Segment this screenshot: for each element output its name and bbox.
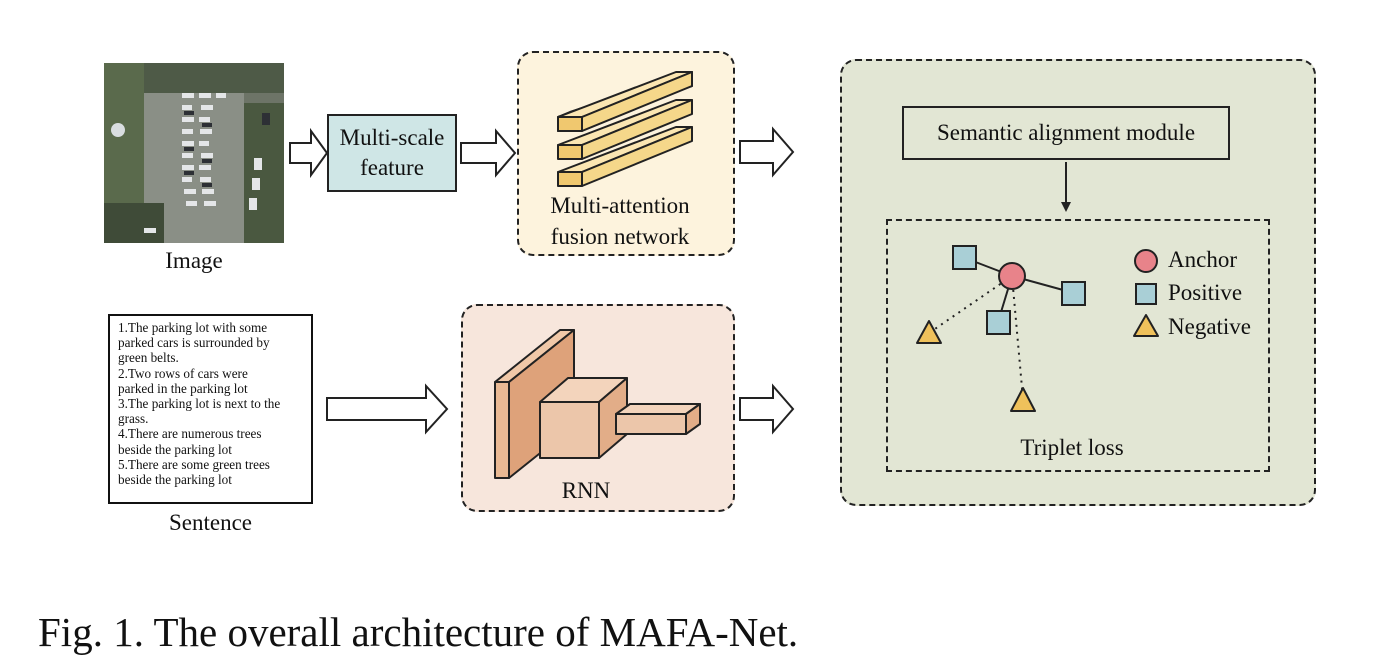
negative-marker xyxy=(916,320,942,344)
attention-network-label: Multi-attention fusion network xyxy=(517,190,723,252)
hollow-arrow-icon xyxy=(739,126,795,178)
legend-negative-label: Negative xyxy=(1168,314,1252,339)
positive-marker xyxy=(1061,281,1086,306)
sentence-box: 1.The parking lot with some parked cars … xyxy=(108,314,313,504)
anchor-marker xyxy=(998,262,1026,290)
sentence-line: 2.Two rows of cars were xyxy=(118,365,248,381)
image-label: Image xyxy=(165,248,223,273)
multi-scale-feature-box: Multi-scale feature xyxy=(327,114,457,192)
rnn-blocks-icon xyxy=(494,329,701,479)
sentence-line: 4.There are numerous trees xyxy=(118,426,262,442)
sentence-label: Sentence xyxy=(168,510,252,535)
sentence-line: 5.There are some green trees xyxy=(118,456,270,472)
hollow-arrow-icon xyxy=(460,128,517,178)
circle-icon xyxy=(1134,249,1158,273)
feature-box-line-1: Multi-scale xyxy=(339,125,445,151)
sentence-line: grass. xyxy=(118,411,149,427)
sentence-line: beside the parking lot xyxy=(118,472,232,488)
figure-caption: Fig. 1. The overall architecture of MAFA… xyxy=(38,609,799,655)
legend-anchor-label: Anchor xyxy=(1168,247,1237,272)
rnn-label: RNN xyxy=(561,478,611,503)
hollow-arrow-icon xyxy=(326,383,449,435)
legend-positive-label: Positive xyxy=(1168,280,1243,305)
semantic-alignment-module-box: Semantic alignment module xyxy=(902,106,1230,160)
attention-bars-icon xyxy=(557,71,693,187)
positive-marker xyxy=(986,310,1011,335)
negative-marker xyxy=(1010,387,1036,412)
hollow-arrow-icon xyxy=(289,127,329,179)
sentence-line: 3.The parking lot is next to the xyxy=(118,396,281,412)
sentence-line: parked in the parking lot xyxy=(118,380,248,396)
down-arrow-icon xyxy=(1061,162,1071,212)
hollow-arrow-icon xyxy=(739,383,795,435)
attention-label-line-1: Multi-attention xyxy=(550,193,690,218)
aerial-image xyxy=(104,63,284,243)
attention-label-line-2: fusion network xyxy=(550,224,690,250)
positive-marker xyxy=(952,245,977,270)
square-icon xyxy=(1135,283,1157,305)
triplet-graph xyxy=(916,245,1086,412)
triplet-loss-label: Triplet loss xyxy=(1020,435,1124,460)
triplet-loss-box xyxy=(886,219,1270,472)
sentence-line: 1.The parking lot with some xyxy=(118,320,268,335)
sentence-line: beside the parking lot xyxy=(118,441,232,457)
feature-box-line-2: feature xyxy=(360,155,424,180)
sentence-line: parked cars is surrounded by xyxy=(118,335,270,351)
sentence-line: green belts. xyxy=(118,350,179,366)
triangle-icon xyxy=(1133,314,1159,337)
